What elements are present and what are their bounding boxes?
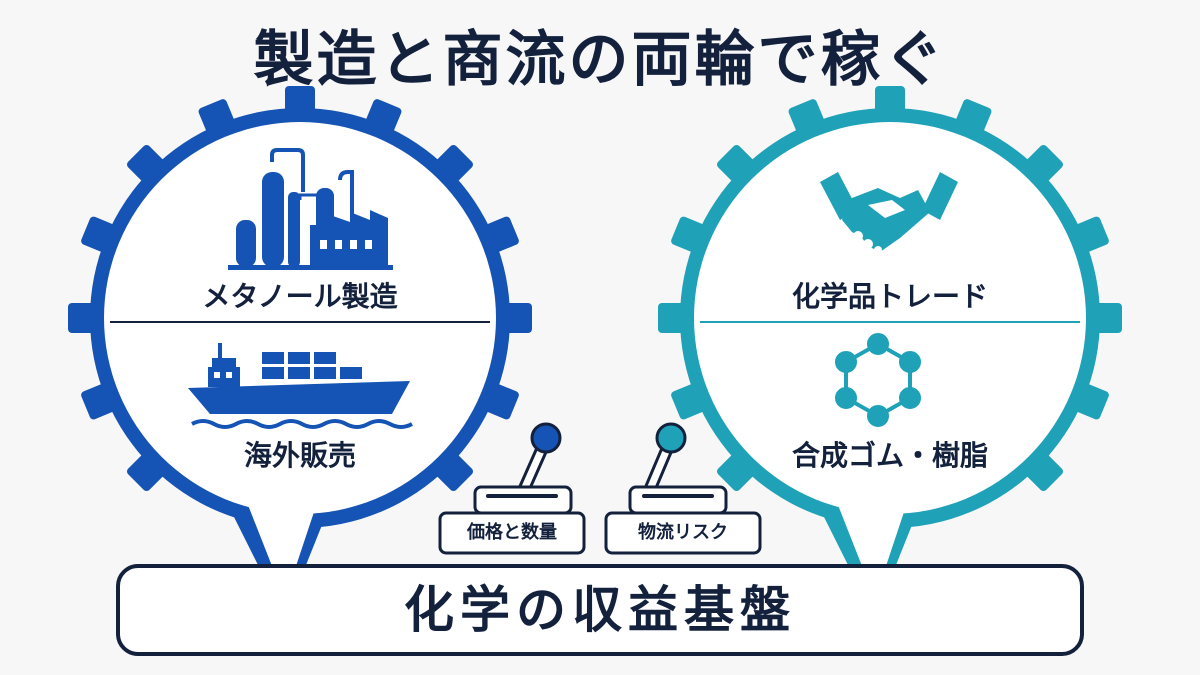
base-box [116,564,1084,656]
handshake-icon [820,172,958,254]
factory-icon [228,148,393,270]
right-top-label: 化学品トレード [791,280,988,313]
lever-left [438,422,586,555]
left-top-label: メタノール製造 [202,280,398,313]
cargo-ship-icon [188,343,413,429]
lever-right-label: 物流リスク [638,522,728,543]
base-label: 化学の収益基盤 [404,581,796,639]
left-gear [68,86,532,566]
right-gear [658,86,1122,566]
right-bottom-label: 合成ゴム・樹脂 [791,439,988,472]
molecule-icon [835,333,921,427]
page-title: 製造と商流の両輪で稼ぐ [253,25,947,95]
lever-left-label: 価格と数量 [467,522,557,543]
lever-right [604,422,762,555]
left-bottom-label: 海外販売 [243,439,356,472]
